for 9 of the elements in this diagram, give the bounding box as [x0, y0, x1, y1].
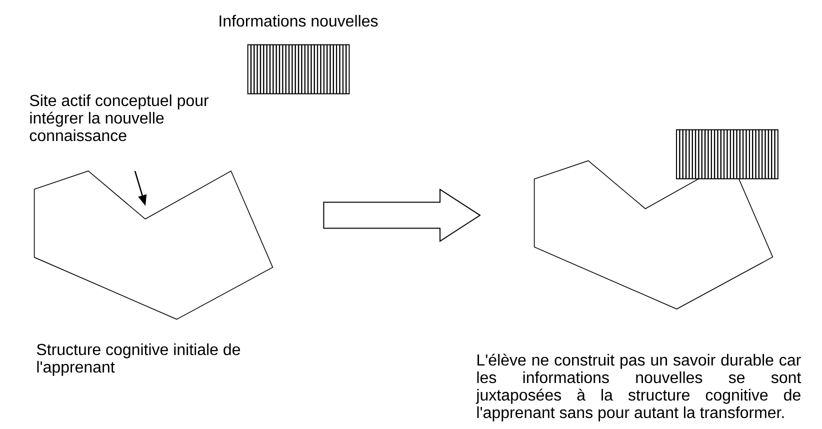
node-label: L'élève ne construit pas un savoir durable car les informations nouvelles se sont juxtaposées à la structure cognitive de l'apprenant sans pour autant la transformer.: [476, 354, 802, 422]
striped-box: [247, 44, 350, 94]
polygon: [34, 170, 274, 320]
striped-box: [676, 129, 778, 180]
polygon: [534, 160, 774, 310]
node-label: Structure cognitive initiale de l'apprenant: [36, 343, 240, 376]
annotation-text: Site actif conceptuel pour intégrer la nouvelle connaissance: [30, 94, 209, 142]
node-label: Informations nouvelles: [220, 14, 378, 27]
block-arrow: [323, 188, 481, 242]
